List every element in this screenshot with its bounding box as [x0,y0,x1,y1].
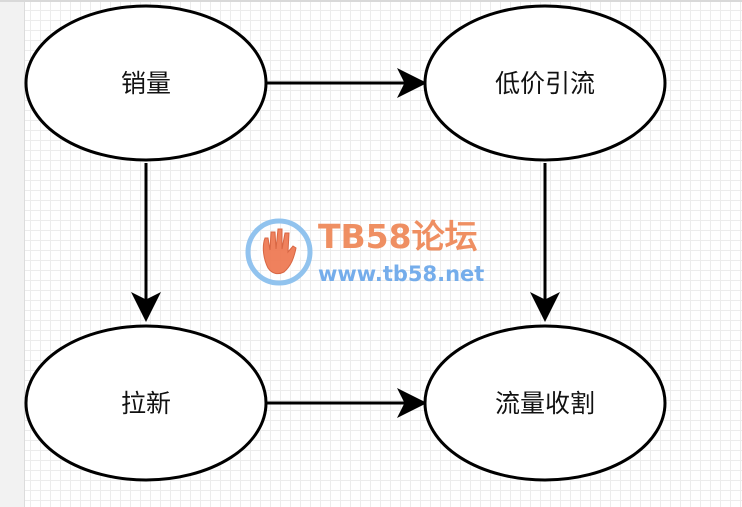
node-traffic-harvest[interactable]: 流量收割 [423,324,667,482]
node-low-price-traffic-label: 低价引流 [495,69,595,98]
node-sales-label: 销量 [121,69,171,98]
watermark: TB58论坛 www.tb58.net [245,217,484,286]
top-border [0,0,742,2]
node-acquire-new-label: 拉新 [121,389,171,418]
watermark-url: www.tb58.net [318,262,484,286]
hand-logo-icon [245,218,313,286]
watermark-title: TB58论坛 [318,217,478,256]
node-low-price-traffic[interactable]: 低价引流 [423,4,667,162]
node-acquire-new[interactable]: 拉新 [24,324,268,482]
node-sales[interactable]: 销量 [24,4,268,162]
node-traffic-harvest-label: 流量收割 [495,389,595,418]
left-panel-strip [0,0,25,507]
